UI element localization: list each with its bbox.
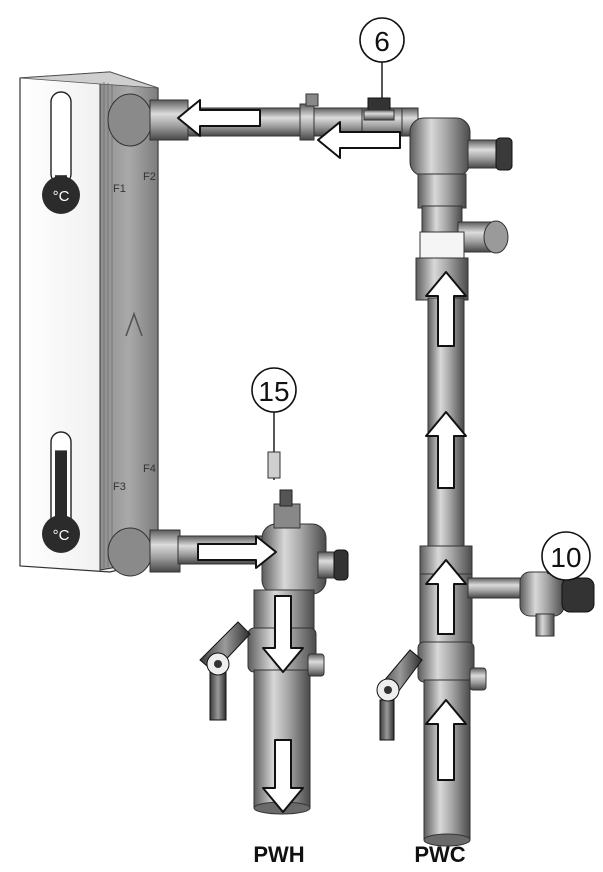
port-label-f3: F3	[113, 481, 126, 493]
thermometer-bottom: °C	[42, 431, 80, 553]
flow-arrow-pwh-down-1	[262, 595, 304, 673]
flow-arrow-pwc-up-2	[425, 411, 467, 489]
plate-heat-exchanger: F1 F2 F3 F4	[19, 71, 159, 573]
hot-water-pipe	[107, 489, 349, 815]
plate-chevron-mark	[125, 311, 143, 337]
port-label-f4: F4	[143, 463, 156, 475]
top-valve-assembly	[363, 97, 513, 301]
callout-6: 6	[359, 17, 405, 98]
flow-arrow-pwc-up-3	[425, 559, 467, 635]
callout-10: 10	[541, 531, 591, 581]
thermometer-top-unit: °C	[53, 188, 70, 205]
flow-arrow-top-right	[317, 121, 401, 159]
flow-arrow-pwc-up-4	[425, 699, 467, 781]
flow-arrow-top-left	[177, 99, 261, 137]
flow-arrow-pwc-up-1	[425, 271, 467, 347]
callout-10-label: 10	[550, 542, 581, 573]
port-label-f2: F2	[143, 171, 156, 183]
callout-15: 15	[251, 367, 297, 480]
thermometer-top: °C	[42, 91, 80, 214]
flow-arrow-pwh-down-2	[262, 739, 304, 813]
port-label-f1: F1	[113, 183, 126, 195]
flow-arrow-bottom-right	[197, 535, 277, 569]
callout-6-label: 6	[374, 26, 390, 57]
pipe-label-pwc: PWC	[414, 842, 465, 867]
pipe-label-pwh: PWH	[253, 842, 304, 867]
callout-15-label: 15	[258, 376, 289, 407]
flow-arrows	[177, 99, 467, 813]
thermometer-bottom-unit: °C	[53, 527, 70, 544]
